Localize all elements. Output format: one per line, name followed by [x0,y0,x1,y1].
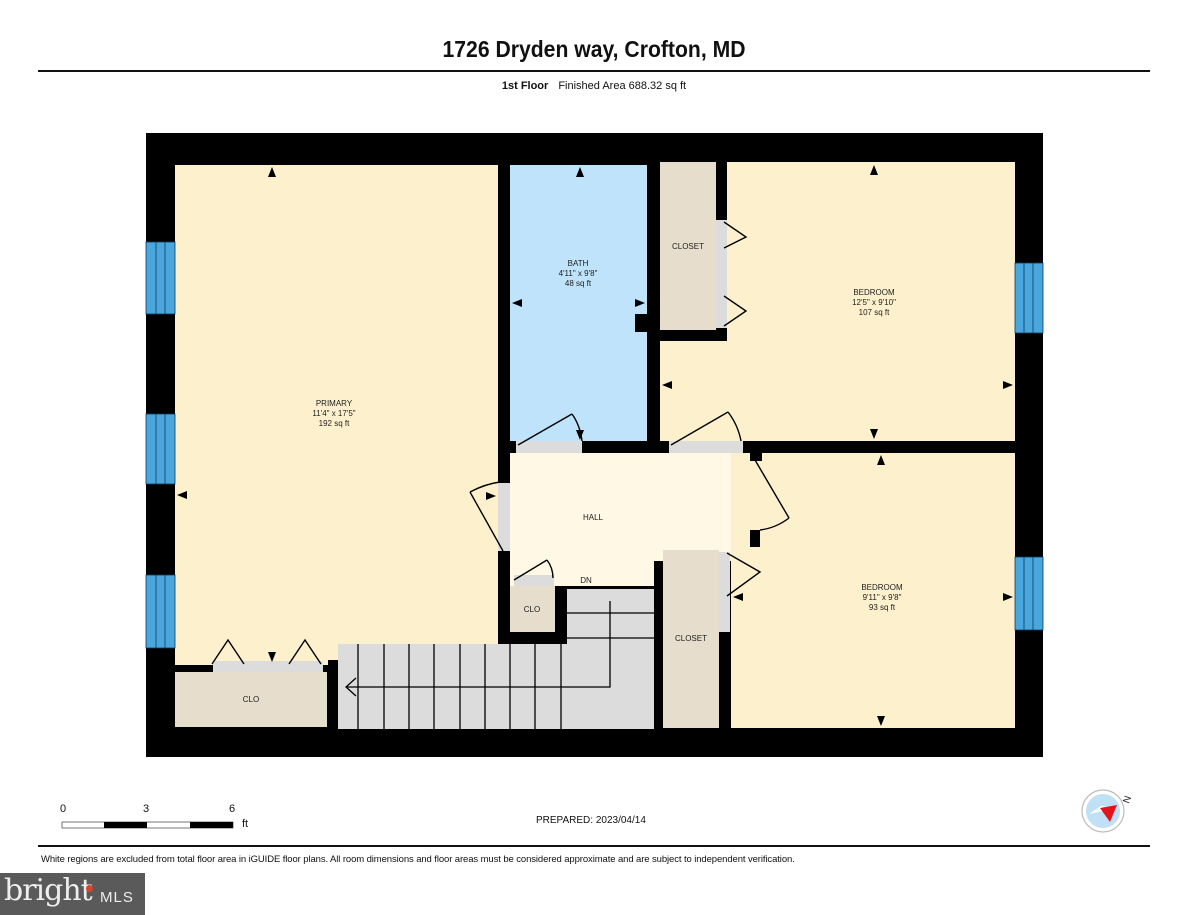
scale-tick-3: 3 [143,803,150,815]
compass-north-label: N [1121,794,1134,805]
label-stairs-down: DN [580,576,592,585]
floor-summary: 1st Floor Finished Area 688.32 sq ft [0,80,1188,92]
label-primary: PRIMARY [316,399,353,408]
prepared-date: PREPARED: 2023/04/14 [536,815,646,826]
finished-area: Finished Area 688.32 sq ft [558,80,687,92]
room-clo-small [510,586,555,632]
disclaimer: White regions are excluded from total fl… [41,854,795,865]
footer-divider [38,845,1150,847]
label-closet-top: CLOSET [672,242,704,251]
label-bedroom-2: BEDROOM [861,583,903,592]
page-title: 1726 Dryden way, Crofton, MD [442,36,746,62]
room-primary [175,165,498,660]
logo-dot-icon [86,885,93,892]
scale-tick-6: 6 [229,803,236,815]
logo-suffix: MLS [100,889,134,906]
bright-mls-logo: bright MLS [0,873,145,915]
closet-door-opening [213,661,323,672]
floor-label: 1st Floor [501,80,549,92]
room-bedroom-1 [727,162,1015,342]
dims-primary: 11'4" x 17'5" [312,409,355,418]
dims-bedroom-1: 12'5" x 9'10" [852,298,896,307]
windows [145,241,1044,649]
logo-wordmark: bright [4,873,93,908]
label-clo-small: CLO [524,605,540,614]
area-primary: 192 sq ft [319,419,350,428]
room-closet-top [660,162,716,330]
room-bath [510,165,647,441]
area-bedroom-2: 93 sq ft [869,603,896,612]
label-closet-bottom: CLOSET [675,634,707,643]
room-clo-primary [175,672,327,727]
label-clo-primary: CLO [243,695,259,704]
doors [211,221,790,665]
stairs [338,589,654,729]
header-divider [38,70,1150,72]
room-closet-bottom [663,550,719,728]
dims-bath: 4'11" x 9'8" [559,269,598,278]
area-bedroom-1: 107 sq ft [859,308,890,317]
label-bath: BATH [568,259,589,268]
label-bedroom-1: BEDROOM [853,288,895,297]
label-hall: HALL [583,513,604,522]
scale-bar [61,821,234,829]
compass-icon: N [1081,789,1134,833]
scale-unit: ft [242,818,249,830]
dimension-arrows [177,165,1013,726]
scale-tick-0: 0 [60,803,67,815]
area-bath: 48 sq ft [565,279,592,288]
dims-bedroom-2: 9'11" x 9'8" [863,593,902,602]
